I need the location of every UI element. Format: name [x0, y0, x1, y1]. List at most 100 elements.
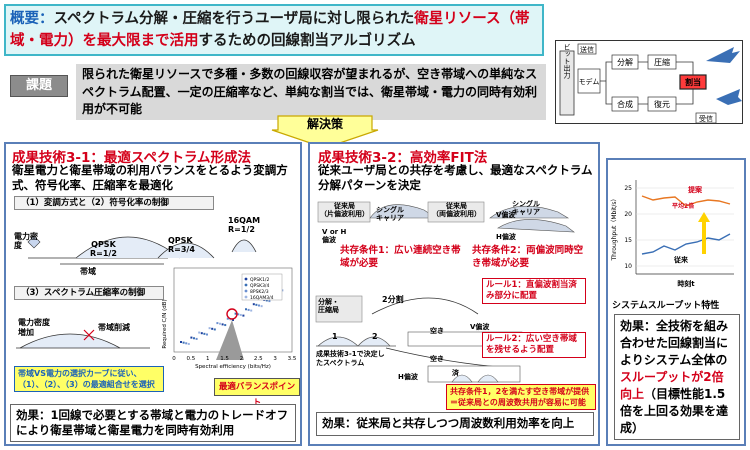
scatter-point: [242, 314, 245, 317]
bw-reduction-label: 帯域削減: [98, 323, 130, 332]
used-segment2-shape: [477, 374, 499, 383]
x-tick-label: 1: [206, 356, 210, 362]
scatter-point: [195, 337, 198, 340]
x-tick-label: 2.5: [254, 356, 263, 362]
legacy-single-label: 従来局 （片偏波利用）: [320, 202, 369, 218]
flow-arrow-v: [371, 297, 479, 315]
panel1-section1: （1）変調方式と（2）符号化率の制御: [14, 196, 214, 210]
receive-label: 受信: [699, 114, 713, 123]
legend-marker: [244, 283, 248, 287]
legacy-single-box: [317, 201, 371, 223]
panel1-section3: （3）スペクトラム圧縮率の制御: [14, 286, 164, 300]
throughput-y-tick: 10: [624, 263, 632, 270]
x-tick-label: 2: [240, 356, 244, 362]
scatter-point: [250, 309, 253, 312]
modulation-diagram: [27, 235, 257, 265]
empty-label-v: 空き: [430, 327, 444, 335]
send-block: [577, 43, 597, 55]
v-pol-label-top: V偏波: [496, 211, 516, 219]
scatter-point: [216, 322, 219, 325]
scatter-point: [198, 331, 201, 334]
spectrum-source-label: 成果技術3-1で決定したスペクトラム: [316, 350, 385, 367]
panel2-effect: 効果：従来局と共存しつつ周波数利用効率を向上: [316, 412, 594, 436]
summary-label: 概要：: [10, 11, 54, 27]
summary-part1: スペクトラム分解・圧縮を行うユーザ局に対し限られた: [53, 11, 415, 27]
scatter-point: [237, 313, 240, 316]
send-label: 送信: [580, 45, 594, 54]
proposed-series-line: [641, 195, 731, 207]
scatter-point: [213, 328, 216, 331]
x-tick-label: 3.5: [288, 356, 297, 362]
coexist-cond1: 共存条件1：広い連続空き帯域が必要: [340, 244, 470, 270]
scatter-point: [252, 303, 255, 306]
solution-label: 解決策: [307, 116, 344, 131]
qpsk-34-shape: [157, 242, 215, 259]
used-segment-shape: [451, 374, 473, 383]
scatter-point: [224, 324, 227, 327]
panel3-effect-c: （目標性能1.5倍を上回る効果を達成）: [620, 387, 729, 435]
legend-marker: [244, 289, 248, 293]
single-carrier2-label: シングル キャリア: [512, 200, 540, 216]
scatter-point: [182, 341, 185, 344]
panel3-effect-b: スループットが2倍向上: [620, 370, 724, 401]
best-point-marker: [226, 308, 238, 320]
legend-item-label: QPSK1/2: [250, 277, 269, 283]
solution-arrow-shape: [271, 115, 379, 149]
panel2-title: 成果技術3-2：高効率FIT法: [318, 150, 488, 166]
split2-label: 2分割: [382, 295, 404, 304]
scatter-point: [247, 308, 250, 311]
cond2-text: 共存条件2：両偏波同時空き帯域が必要: [472, 245, 584, 269]
scatter-point: [226, 317, 229, 320]
qpsk-34-label: QPSK R=3/4: [168, 236, 195, 254]
compressed-spectrum-shape: [19, 333, 121, 349]
allocate-label: 割当: [685, 77, 701, 87]
legend-item-label: 8PSK2/3: [250, 289, 269, 295]
summary-part2: するための回線割当アルゴリズム: [198, 33, 416, 49]
throughput-y-tick: 15: [624, 237, 632, 244]
chart-legend: [241, 273, 283, 301]
h-pol-label-top: H偏波: [496, 233, 516, 241]
best-point-callout: [216, 320, 244, 360]
scatter-point: [245, 308, 247, 311]
scatter-point: [219, 322, 221, 325]
scatter-point: [200, 332, 203, 335]
scatter-point: [221, 323, 224, 326]
power-density-label: 電力密度: [14, 232, 38, 250]
throughput-y-tick: 25: [624, 185, 632, 192]
chart-x-axis-label: Spectral efficiency (bits/Hz): [195, 364, 271, 370]
best-point-label: 最適バランスポイント: [214, 378, 300, 408]
split-label: 分解: [617, 57, 633, 67]
segment2-label: 2: [372, 332, 378, 341]
scatter-point: [180, 341, 182, 343]
satellite-dish-icon: [716, 89, 742, 105]
scatter-point: [193, 337, 195, 340]
throughput-y-tick: 20: [624, 211, 632, 218]
h-pol-band: [427, 365, 521, 383]
restore-label: 復元: [654, 99, 670, 109]
split-compress-box: [315, 295, 363, 323]
panel1-desc: 衛星電力と衛星帯域の利用バランスをとるよう変調方式、符号化率、圧縮率を最適化: [12, 163, 288, 192]
solution-arrow: 解決策: [270, 114, 380, 154]
single-carrier2-hpol-shape: [497, 219, 575, 233]
scatter-point: [206, 333, 208, 336]
issue-tag: 課題: [10, 75, 68, 97]
conventional-series-line: [641, 233, 731, 255]
v-pol-label-mid: V偏波: [470, 323, 490, 331]
x-tick-label: 0: [172, 356, 176, 362]
scatter-point: [260, 305, 263, 308]
system-block-diagram: ビット出力 送信 モデム 分解 圧縮 割当 合成 復元 受信: [555, 40, 743, 124]
flow-lines: [600, 61, 694, 105]
scatter-point: [255, 303, 258, 306]
throughput-x-label: 時刻t: [677, 279, 695, 288]
scatter-point: [258, 304, 260, 307]
split-compress-label: 分解・ 圧縮局: [318, 298, 339, 314]
compress-label: 圧縮: [654, 57, 670, 67]
scatter-point: [239, 313, 242, 316]
summary-highlight: 衛星リソース（帯域・電力）を最大限まで活用: [10, 11, 530, 49]
conventional-label: 従来: [673, 255, 689, 264]
scatter-point: [203, 332, 206, 335]
throughput-chart-title: システムスループット特性: [612, 301, 720, 311]
summary-text: 概要：スペクトラム分解・圧縮を行うユーザ局に対し限られた衛星リソース（帯域・電力…: [10, 8, 540, 52]
